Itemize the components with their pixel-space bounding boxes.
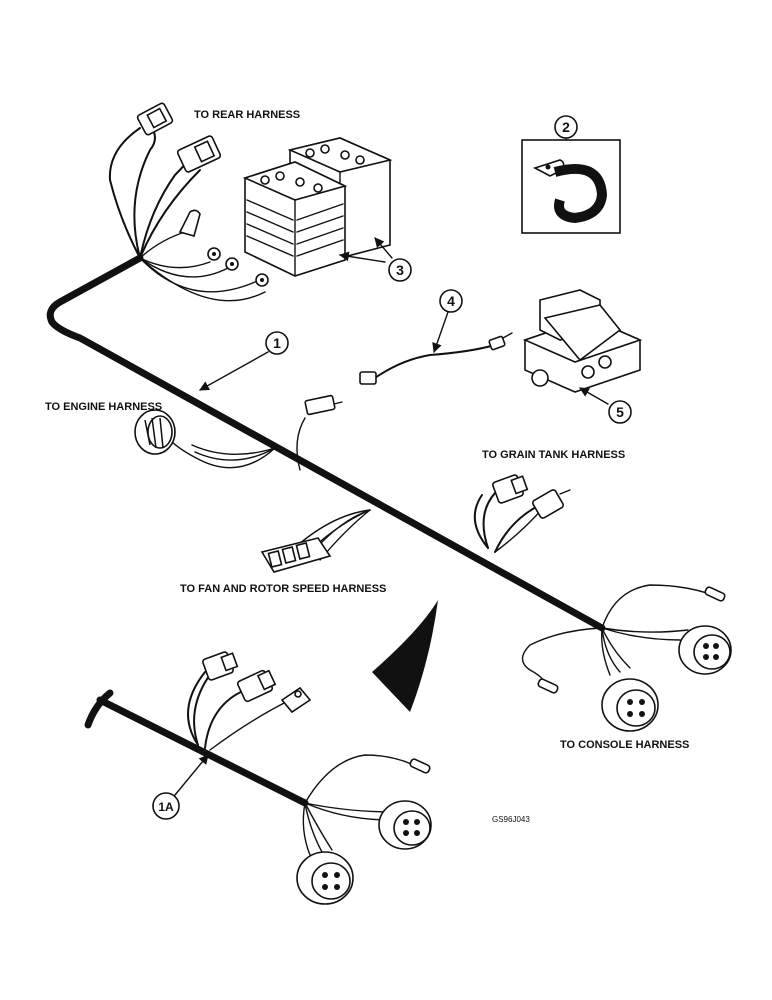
engine-round-connector [134,409,176,455]
harness-1a-upper-branch [187,667,291,751]
console-round-connector-a [678,625,732,675]
inline-connector [296,394,343,471]
rear-connector-b [176,135,222,173]
grain-connector-b [532,489,571,519]
harness-1a-round-connector-a [378,800,432,850]
callout-3: 3 [339,237,412,282]
orientation-pointer [372,600,438,712]
ring-terminal-a [207,247,221,261]
harness-1a-connector-b [236,669,277,703]
svg-text:3: 3 [396,262,404,278]
harness-1a-terminal [409,758,431,774]
figure-code: GS96J043 [492,815,530,824]
main-harness-trunk [46,254,606,632]
rear-harness-branch [108,124,266,302]
harness-1a-connector-c [280,686,312,714]
label-to-grain-tank-harness: TO GRAIN TANK HARNESS [482,449,625,461]
relay-block-front [242,161,348,277]
grain-connector-a [492,474,529,504]
valve-item-5 [522,289,643,393]
label-to-console-harness: TO CONSOLE HARNESS [560,739,689,751]
rear-connector-a [136,102,174,136]
clamp-inset-box [521,139,621,234]
console-terminal-a [704,586,726,602]
engine-harness-branch [169,439,276,469]
svg-text:5: 5 [616,404,624,420]
console-round-connector-b [601,678,659,732]
label-to-fan-rotor-harness: TO FAN AND ROTOR SPEED HARNESS [180,583,386,595]
console-harness-branch [521,584,721,686]
harness-1a-round-connector-b [296,851,354,905]
callout-5: 5 [579,387,632,424]
callout-4: 4 [432,289,463,353]
svg-text:1A: 1A [158,800,174,814]
label-to-rear-harness: TO REAR HARNESS [194,109,300,121]
ring-terminal-b [225,257,239,271]
label-to-engine-harness: TO ENGINE HARNESS [45,401,162,413]
callout-1: 1 [199,331,289,391]
boot-cap [178,209,201,237]
svg-text:2: 2 [562,119,570,135]
svg-text:1: 1 [273,335,281,351]
callout-1a: 1A [152,754,209,820]
harness-1a-connector-a [202,651,239,681]
fan-rotor-connector [260,537,332,573]
ring-terminal-c [255,273,269,287]
callout-2: 2 [554,115,578,141]
svg-text:4: 4 [447,293,455,309]
console-terminal-b [537,678,559,694]
harness-1a-trunk [84,689,309,807]
sensor-item-4 [359,332,513,385]
